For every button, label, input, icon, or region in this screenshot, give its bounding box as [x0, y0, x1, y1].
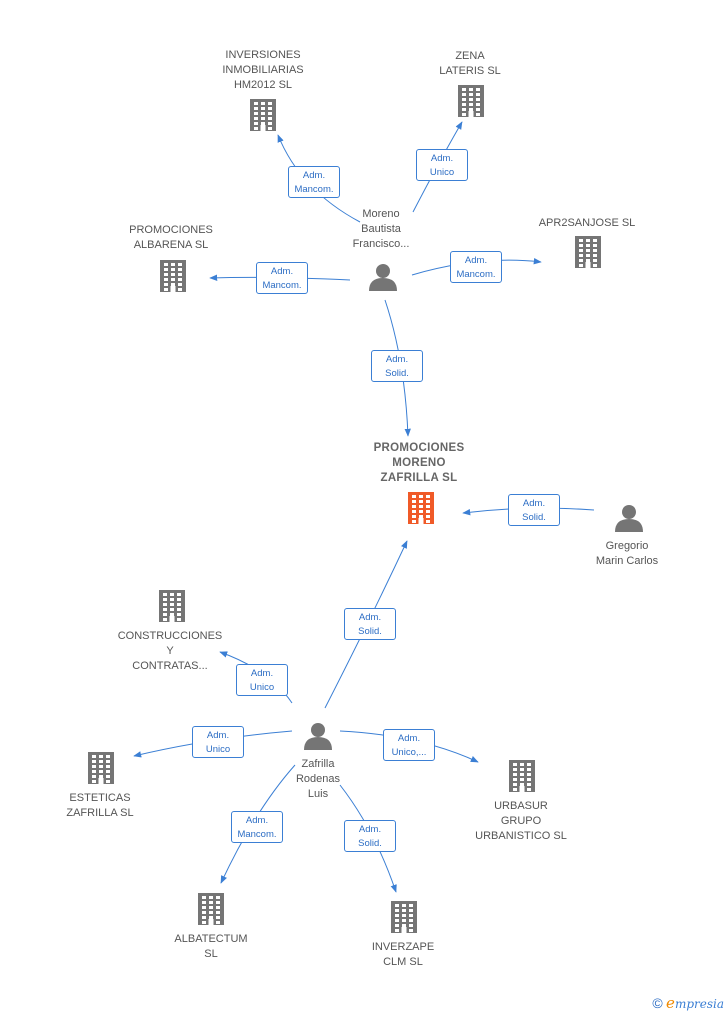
urbasur-label[interactable]: URBASUR GRUPO URBANISTICO SL	[475, 800, 567, 842]
relation-badge[interactable]: Adm. Unico	[416, 149, 468, 181]
zena-building-icon	[458, 85, 484, 117]
promociones-moreno-label[interactable]: PROMOCIONES MORENO ZAFRILLA SL	[373, 442, 465, 484]
moreno-person-icon	[369, 264, 397, 291]
promociones-albarena-label[interactable]: PROMOCIONES ALBARENA SL	[129, 224, 213, 251]
construcciones-building-icon	[159, 590, 185, 622]
albatectum-building-icon	[198, 893, 224, 925]
relation-badge[interactable]: Adm. Solid.	[508, 494, 560, 526]
zafrilla-person-icon	[304, 723, 332, 750]
relation-badge[interactable]: Adm. Mancom.	[231, 811, 283, 843]
relation-badge[interactable]: Adm. Solid.	[371, 350, 423, 382]
icons-layer	[88, 85, 643, 933]
relation-badge[interactable]: Adm. Mancom.	[288, 166, 340, 198]
construcciones-label[interactable]: CONSTRUCCIONES Y CONTRATAS...	[117, 630, 223, 672]
relation-badge[interactable]: Adm. Unico,...	[383, 729, 435, 761]
relation-badge[interactable]: Adm. Mancom.	[450, 251, 502, 283]
gregorio-person-icon	[615, 505, 643, 532]
empresia-watermark: © empresia	[652, 994, 724, 1012]
relation-badge[interactable]: Adm. Solid.	[344, 820, 396, 852]
inversiones-label[interactable]: INVERSIONES INMOBILIARIAS HM2012 SL	[222, 49, 304, 91]
inverzape-building-icon	[391, 901, 417, 933]
inverzape-label[interactable]: INVERZAPE CLM SL	[371, 941, 435, 968]
gregorio-label[interactable]: Gregorio Marin Carlos	[595, 540, 659, 567]
zena-label[interactable]: ZENA LATERIS SL	[439, 50, 501, 77]
urbasur-building-icon	[509, 760, 535, 792]
copyright-symbol: ©	[652, 995, 663, 1011]
albatectum-label[interactable]: ALBATECTUM SL	[174, 933, 248, 960]
apr2sanjose-building-icon	[575, 236, 601, 268]
relation-badge[interactable]: Adm. Unico	[192, 726, 244, 758]
promociones-albarena-building-icon	[160, 260, 186, 292]
zafrilla-label[interactable]: Zafrilla Rodenas Luis	[295, 758, 341, 800]
esteticas-label[interactable]: ESTETICAS ZAFRILLA SL	[66, 792, 134, 819]
esteticas-building-icon	[88, 752, 114, 784]
brand-initial: e	[666, 994, 675, 1012]
moreno-label[interactable]: Moreno Bautista Francisco...	[352, 208, 410, 250]
apr2sanjose-label[interactable]: APR2SANJOSE SL	[538, 217, 636, 229]
relation-badge[interactable]: Adm. Solid.	[344, 608, 396, 640]
promociones-moreno-building-icon	[408, 492, 434, 524]
relation-badge[interactable]: Adm. Unico	[236, 664, 288, 696]
relation-badge[interactable]: Adm. Mancom.	[256, 262, 308, 294]
brand-rest: mpresia	[674, 997, 724, 1011]
inversiones-building-icon	[250, 99, 276, 131]
